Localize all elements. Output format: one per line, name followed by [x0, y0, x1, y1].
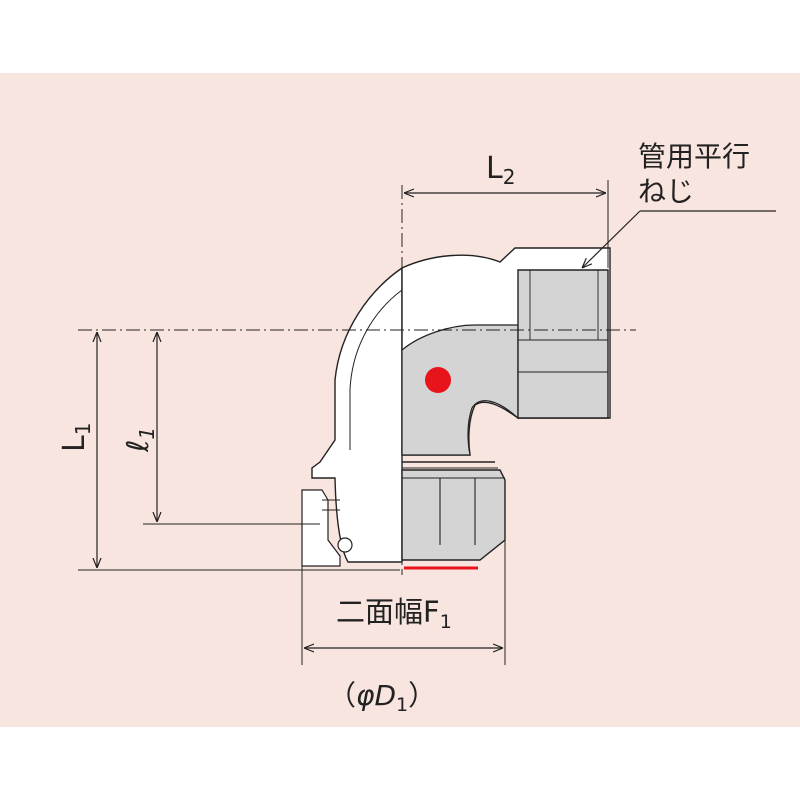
red-marker-dot: [425, 367, 451, 393]
left-ring-detail: [301, 489, 341, 567]
svg-text:ℓ1: ℓ1: [121, 427, 159, 453]
svg-text:L1: L1: [57, 423, 95, 452]
label-d1: （φD1）: [328, 679, 436, 716]
label-f1: 二面幅F1: [336, 595, 452, 633]
label-small-l1: ℓ1: [121, 427, 159, 453]
label-thread-line1: 管用平行: [638, 140, 750, 173]
elbow-inner-contour: [349, 289, 403, 450]
label-thread-line2: ねじ: [638, 175, 694, 208]
label-l1: L1: [57, 423, 95, 452]
bottom-hex-nut: [401, 469, 506, 561]
section-fill: [401, 324, 519, 456]
label-l2: L2: [486, 151, 515, 189]
top-hex-nut: [517, 269, 609, 419]
